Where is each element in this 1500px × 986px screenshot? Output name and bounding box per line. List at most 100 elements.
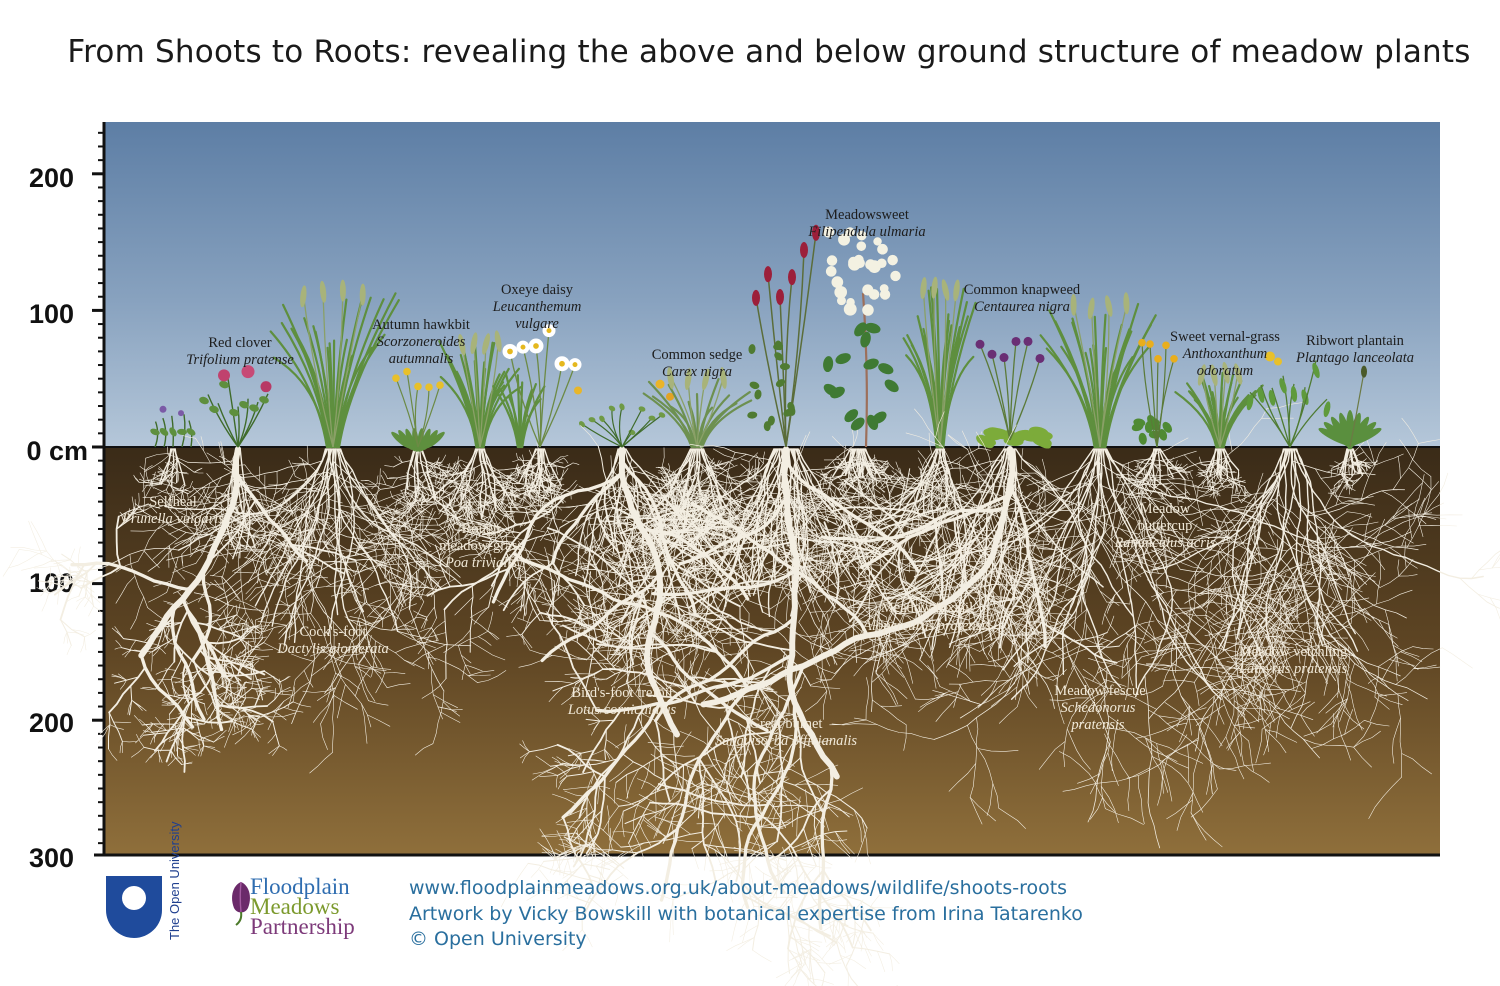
root <box>267 733 277 744</box>
root <box>409 515 420 543</box>
root <box>727 471 733 483</box>
root <box>548 537 556 569</box>
root <box>166 489 172 498</box>
root <box>251 728 259 742</box>
root <box>412 643 448 664</box>
root <box>48 574 79 595</box>
root <box>273 483 288 495</box>
root <box>192 544 207 551</box>
root <box>251 506 270 526</box>
root <box>690 568 705 580</box>
root <box>500 499 510 501</box>
root <box>610 648 620 662</box>
root <box>613 547 634 555</box>
root <box>326 505 351 519</box>
root <box>204 703 208 716</box>
root <box>244 686 246 699</box>
root <box>402 499 411 505</box>
root <box>736 489 744 494</box>
root <box>492 470 513 484</box>
root <box>267 700 285 730</box>
root <box>131 700 147 712</box>
root <box>514 480 558 508</box>
root <box>707 610 724 627</box>
root <box>139 719 153 733</box>
root <box>458 462 463 470</box>
root <box>213 546 229 564</box>
root <box>221 513 247 528</box>
root <box>217 590 243 612</box>
root <box>635 668 650 694</box>
root <box>524 497 531 504</box>
root <box>118 673 127 681</box>
root <box>280 686 291 692</box>
root <box>170 485 207 530</box>
leaf-blade <box>482 385 523 449</box>
root <box>367 595 391 618</box>
stem <box>621 414 663 448</box>
root <box>564 790 588 797</box>
root <box>629 545 640 549</box>
root <box>355 561 373 571</box>
root <box>147 607 170 624</box>
root <box>18 549 72 573</box>
root <box>228 719 233 732</box>
root <box>490 505 494 514</box>
flower-centre <box>520 344 526 350</box>
root <box>245 538 261 559</box>
root <box>258 693 266 698</box>
root <box>332 621 335 649</box>
root <box>176 736 179 752</box>
root <box>179 483 185 490</box>
root <box>189 512 199 531</box>
root <box>540 500 542 510</box>
root <box>366 505 372 516</box>
root <box>259 470 325 555</box>
root <box>848 886 869 898</box>
root <box>683 567 690 583</box>
root <box>539 775 558 777</box>
root <box>456 522 464 529</box>
root <box>604 729 607 760</box>
flower-centre <box>507 348 513 355</box>
root <box>221 700 257 720</box>
root <box>464 467 469 475</box>
root <box>322 647 340 670</box>
root <box>7 550 47 569</box>
root <box>416 448 420 495</box>
flower-head <box>436 381 444 390</box>
root <box>414 480 422 483</box>
root <box>467 542 492 556</box>
root <box>279 553 351 593</box>
root <box>459 487 473 492</box>
root <box>255 689 261 706</box>
root <box>605 739 619 749</box>
root <box>823 690 828 720</box>
root <box>84 594 92 607</box>
root <box>326 516 342 537</box>
root <box>772 896 798 898</box>
root <box>454 529 520 548</box>
root <box>571 683 576 696</box>
root <box>515 467 521 474</box>
root <box>361 480 369 482</box>
root <box>215 620 227 639</box>
root <box>668 541 709 554</box>
root <box>528 492 531 500</box>
root <box>195 549 219 557</box>
root <box>875 672 897 706</box>
tick-label-below-300: 300 <box>29 843 74 873</box>
root <box>417 620 446 655</box>
flower-head <box>159 405 167 413</box>
root <box>520 469 527 478</box>
root <box>219 492 240 515</box>
root <box>452 461 456 470</box>
root <box>742 764 748 782</box>
root <box>532 529 545 533</box>
root <box>746 507 749 516</box>
root <box>291 653 314 662</box>
root <box>235 544 241 557</box>
root <box>193 721 205 725</box>
root <box>838 564 856 589</box>
root <box>437 509 495 534</box>
